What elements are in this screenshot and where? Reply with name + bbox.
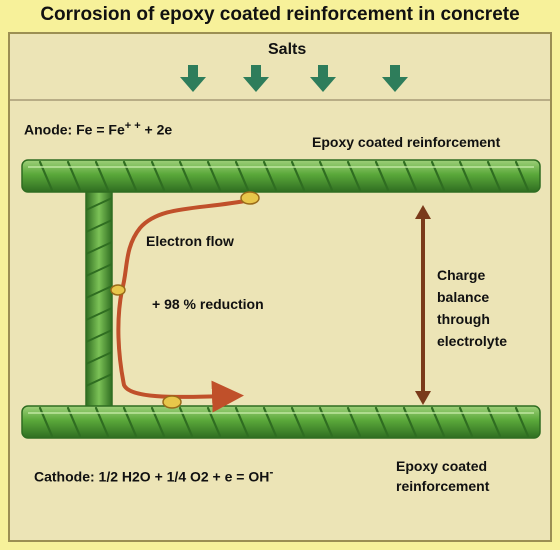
anode-charge-superscript: + + xyxy=(124,120,141,132)
bottom-rebar xyxy=(21,405,541,439)
charge-label-line-1: Charge xyxy=(437,267,486,283)
charge-label-line-3: through xyxy=(437,311,490,327)
cathode-defect-spot xyxy=(162,395,182,409)
salts-label: Salts xyxy=(268,41,307,58)
anode-equation-tail: + 2e xyxy=(140,121,173,138)
bottom-rebar-label-line-2: reinforcement xyxy=(396,478,490,494)
anode-equation: Anode: Fe = Fe+ + + 2e xyxy=(24,116,172,140)
charge-label-line-4: electrolyte xyxy=(437,333,508,349)
top-rebar xyxy=(21,159,541,193)
vertical-stirrup xyxy=(85,189,113,416)
salt-arrow-1 xyxy=(180,65,206,92)
top-rebar-label: Epoxy coated reinforcement xyxy=(312,134,501,150)
cathode-equation-text: Cathode: 1/2 H2O + 1/4 O2 + e = OH xyxy=(34,468,270,485)
anode-equation-text: Anode: Fe = Fe xyxy=(24,121,125,138)
salt-arrow-2 xyxy=(243,65,269,92)
diagram-title: Corrosion of epoxy coated reinforcement … xyxy=(40,4,520,25)
charge-label-line-2: balance xyxy=(437,289,490,305)
cathode-equation: Cathode: 1/2 H2O + 1/4 O2 + e = OH- xyxy=(34,462,273,487)
salt-arrows xyxy=(180,65,408,92)
cathode-charge-superscript: - xyxy=(269,465,274,479)
stirrup-defect-spot xyxy=(110,284,126,296)
salt-arrow-3 xyxy=(310,65,336,92)
coating-defect-spots xyxy=(110,191,260,409)
anode-defect-spot xyxy=(240,191,260,205)
salt-arrow-4 xyxy=(382,65,408,92)
bottom-rebar-label: Epoxy coated reinforcement xyxy=(396,456,489,496)
charge-balance-arrow xyxy=(415,205,431,405)
charge-balance-label: Charge balance through electrolyte xyxy=(437,264,507,352)
electron-flow-label: Electron flow xyxy=(146,233,234,249)
bottom-rebar-label-line-1: Epoxy coated xyxy=(396,458,488,474)
reduction-label: + 98 % reduction xyxy=(152,296,264,312)
